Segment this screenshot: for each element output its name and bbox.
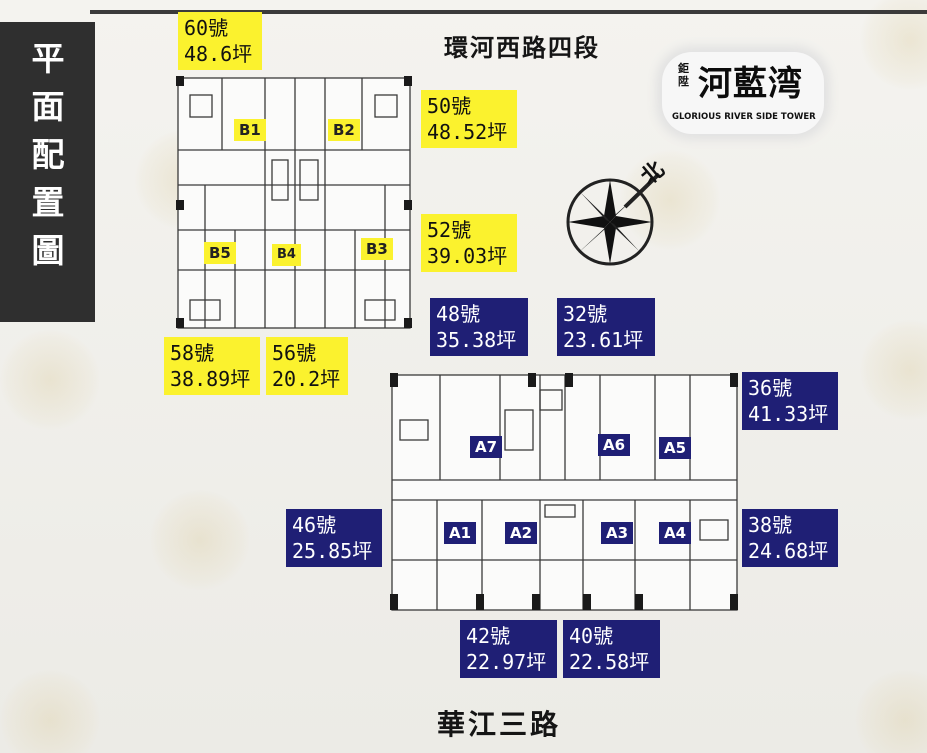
unit-tag-a4: A4	[659, 522, 692, 544]
address-label-46: 46號 25.85坪	[286, 509, 382, 567]
address-area: 23.61坪	[563, 328, 644, 352]
unit-tag-a1: A1	[444, 522, 477, 544]
title-char: 圖	[31, 231, 65, 270]
watermark	[620, 150, 720, 250]
address-label-48: 48號 35.38坪	[430, 298, 528, 356]
address-label-60: 60號 48.6坪	[178, 12, 262, 70]
address-number: 48號	[436, 302, 481, 326]
compass-icon: 北	[566, 160, 669, 266]
address-number: 52號	[427, 218, 472, 242]
address-number: 40號	[569, 624, 614, 648]
brand-logo: 鉅陞 河藍湾 GLORIOUS RIVER SIDE TOWER	[662, 52, 824, 134]
title-char: 置	[31, 183, 65, 222]
address-area: 35.38坪	[436, 328, 517, 352]
unit-tag-b2: B2	[328, 119, 360, 141]
address-number: 38號	[748, 513, 793, 537]
unit-tag-a3: A3	[601, 522, 634, 544]
title-char: 配	[31, 135, 65, 174]
address-area: 48.52坪	[427, 120, 508, 144]
logo-sub: 鉅陞	[678, 62, 689, 88]
address-label-40: 40號 22.58坪	[563, 620, 660, 678]
title-band	[0, 22, 95, 322]
unit-tag-b5: B5	[204, 242, 236, 264]
address-number: 36號	[748, 376, 793, 400]
unit-tag-a2: A2	[505, 522, 538, 544]
unit-tag-a6: A6	[598, 434, 631, 456]
watermark	[150, 490, 250, 590]
watermark	[0, 330, 100, 430]
title-char: 平	[31, 39, 65, 78]
top-divider	[90, 10, 927, 14]
address-area: 38.89坪	[170, 367, 251, 391]
address-area: 20.2坪	[272, 367, 341, 391]
unit-tag-b4: B4	[272, 244, 301, 266]
unit-tag-b3: B3	[361, 238, 393, 260]
logo-en: GLORIOUS RIVER SIDE TOWER	[672, 112, 816, 122]
address-number: 56號	[272, 341, 317, 365]
address-area: 48.6坪	[184, 42, 253, 66]
address-area: 25.85坪	[292, 539, 373, 563]
address-number: 58號	[170, 341, 215, 365]
address-label-42: 42號 22.97坪	[460, 620, 557, 678]
address-number: 60號	[184, 16, 229, 40]
address-label-50: 50號 48.52坪	[421, 90, 517, 148]
title-char: 面	[31, 87, 65, 126]
address-area: 24.68坪	[748, 539, 829, 563]
logo-main: 河藍湾	[698, 64, 803, 104]
address-label-56: 56號 20.2坪	[266, 337, 348, 395]
address-label-52: 52號 39.03坪	[421, 214, 517, 272]
unit-tag-b1: B1	[234, 119, 266, 141]
road-top-label: 環河西路四段	[444, 34, 600, 62]
unit-tag-a7: A7	[470, 436, 503, 458]
address-area: 41.33坪	[748, 402, 829, 426]
watermark	[0, 670, 100, 753]
address-area: 22.97坪	[466, 650, 547, 674]
page-title: 平 面 配 置 圖	[28, 35, 68, 275]
address-label-36: 36號 41.33坪	[742, 372, 838, 430]
address-label-32: 32號 23.61坪	[557, 298, 655, 356]
address-number: 42號	[466, 624, 511, 648]
address-number: 32號	[563, 302, 608, 326]
address-label-58: 58號 38.89坪	[164, 337, 260, 395]
address-number: 46號	[292, 513, 337, 537]
address-area: 39.03坪	[427, 244, 508, 268]
address-number: 50號	[427, 94, 472, 118]
address-area: 22.58坪	[569, 650, 650, 674]
unit-tag-a5: A5	[659, 437, 692, 459]
logo-cloud	[662, 52, 824, 134]
road-bottom-label: 華江三路	[437, 708, 562, 741]
address-label-38: 38號 24.68坪	[742, 509, 838, 567]
